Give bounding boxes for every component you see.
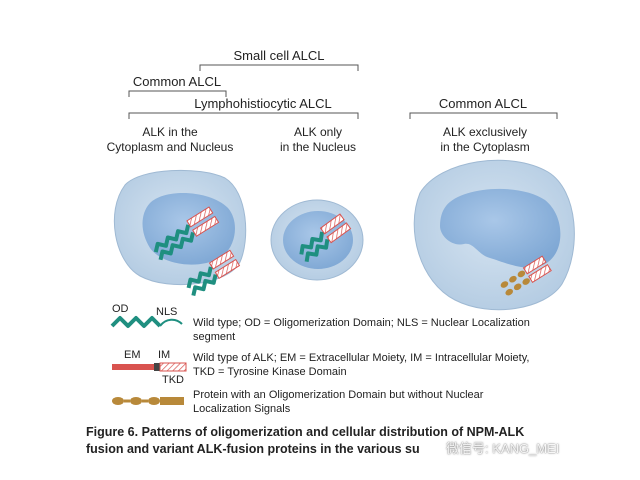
- cell3-label-line2: in the Cytoplasm: [440, 140, 530, 154]
- cell2-label-line1: ALK only: [293, 125, 343, 139]
- legend-od-text-line2: Localization Signals: [193, 403, 291, 415]
- legend-symbol-npm: [110, 316, 183, 328]
- bracket-common-right: [409, 112, 558, 119]
- cell2-label-line2: in the Nucleus: [279, 140, 357, 154]
- bracket-label-common-right: Common ALCL: [438, 96, 528, 111]
- legend-im-label: IM: [158, 349, 171, 361]
- cell3-label-line1: ALK exclusively: [442, 125, 528, 139]
- caption-line1: Figure 6. Patterns of oligomerization an…: [86, 425, 525, 439]
- legend-nls-label: NLS: [156, 306, 178, 318]
- bracket-common-left: [128, 90, 227, 97]
- cell1-label-line2: Cytoplasm and Nucleus: [106, 140, 234, 154]
- cell1-label-line1: ALK in the: [142, 125, 198, 139]
- legend-alk-text-line2: TKD = Tyrosine Kinase Domain: [193, 366, 347, 378]
- legend-od-label: OD: [112, 303, 129, 315]
- bracket-label-small-cell: Small cell ALCL: [233, 48, 325, 63]
- legend-alk-text-line1: Wild type of ALK; EM = Extracellular Moi…: [193, 352, 530, 364]
- caption-line2: fusion and variant ALK-fusion proteins i…: [86, 442, 420, 456]
- legend-od-text-line1: Protein with an Oligomerization Domain b…: [193, 389, 484, 401]
- bracket-label-common-left: Common ALCL: [132, 74, 222, 89]
- od-alk-complex-cytoplasm: [500, 255, 552, 296]
- legend-tkd-label: TKD: [162, 374, 184, 386]
- nucleus: [440, 188, 561, 268]
- watermark: 微信号: KANG_MEI: [446, 441, 560, 456]
- bracket-small-cell: [199, 64, 359, 71]
- bracket-lymphohistiocytic: [128, 112, 359, 119]
- npm-alk-complex-nucleus-1: [153, 206, 220, 261]
- legend-em-label: EM: [124, 349, 141, 361]
- legend-symbol-od: [112, 397, 184, 405]
- npm-alk-complex-nucleus-2: [299, 213, 352, 263]
- legend-npm-text-line2: segment: [193, 331, 236, 343]
- npm-alk-complex-cytoplasm-1: [186, 249, 241, 296]
- legend-npm-text-line1: Wild type; OD = Oligomerization Domain; …: [193, 317, 530, 329]
- legend-symbol-alk: [112, 362, 187, 372]
- figure-caption: Figure 6. Patterns of oligomerization an…: [86, 424, 606, 458]
- cell-cytoplasm-only: [413, 159, 575, 311]
- bracket-label-lymphohistiocytic: Lymphohistiocytic ALCL: [194, 96, 332, 111]
